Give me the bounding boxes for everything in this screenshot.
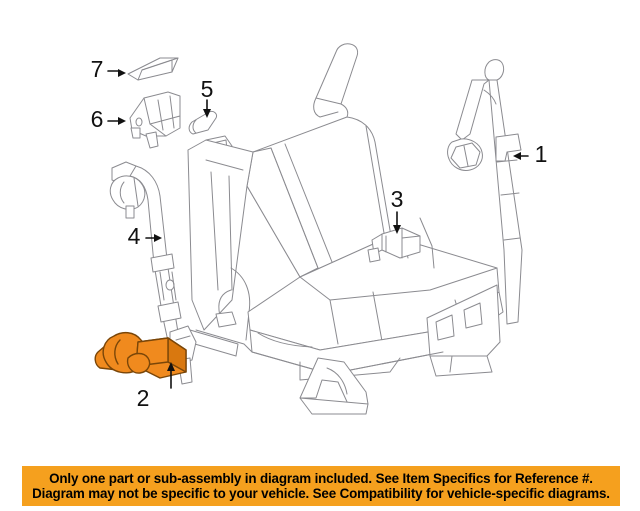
callout-7-arrowhead xyxy=(118,69,126,77)
callout-5-arrowhead xyxy=(203,109,211,118)
part-1-strap-mark-1 xyxy=(496,159,518,163)
part-4-retractor-tab xyxy=(125,205,135,219)
callout-6-arrowhead xyxy=(118,117,126,125)
callout-3-arrowhead xyxy=(393,225,401,234)
part-5-belt-guide-cover xyxy=(188,111,217,135)
callout-number-6: 6 xyxy=(91,106,104,132)
part-1-latch-plate-line xyxy=(463,145,469,167)
callout-number-4: 4 xyxy=(128,223,141,249)
disclaimer-banner: Only one part or sub-assembly in diagram… xyxy=(22,466,620,506)
right-pedestal-edge xyxy=(449,355,453,373)
headrest-base-right xyxy=(340,103,349,118)
part-1-strap-mark-2 xyxy=(500,192,520,196)
callout-number-2: 2 xyxy=(137,385,150,411)
part-6-rib-line-3 xyxy=(169,95,175,129)
part-2-boss-contour xyxy=(114,339,121,365)
callout-number-1: 1 xyxy=(535,141,548,167)
cushion-seam-mid-2 xyxy=(372,291,383,342)
part-1-height-adjuster xyxy=(495,133,522,162)
part-4-slider-1 xyxy=(150,253,175,273)
seat-back-left-outer-panel xyxy=(187,139,254,331)
seat-back-seam-b xyxy=(284,143,333,263)
part-1-secondary-webbing xyxy=(455,79,490,141)
callout-number-7: 7 xyxy=(91,56,104,82)
part-1-strap-mark-3 xyxy=(503,237,521,241)
part-7-body xyxy=(127,57,179,81)
part-4-anchor-seam xyxy=(175,335,191,341)
part-3-stalk-tip xyxy=(367,247,381,263)
pedestal-arch xyxy=(326,367,348,395)
callout-number-3: 3 xyxy=(391,186,404,212)
part-1-latch-plate-facet xyxy=(450,142,481,169)
base-rail-left xyxy=(195,329,253,353)
cushion-seam-mid-1 xyxy=(329,299,339,345)
left-side-support-inner xyxy=(218,289,232,327)
cushion-front-fold xyxy=(257,332,313,348)
part-1-right-seatbelt-assembly xyxy=(447,59,523,325)
part-2-highlighted-buckle-assembly xyxy=(94,331,187,379)
callout-4-arrowhead xyxy=(154,234,162,242)
part-4-left-seatbelt-assembly xyxy=(109,161,197,385)
seat-headrest xyxy=(315,43,359,105)
part-4-strap-line-1 xyxy=(159,271,165,301)
part-1-webbing-fold xyxy=(483,89,497,105)
callout-1-arrowhead xyxy=(513,152,521,160)
center-pedestal-foot xyxy=(299,397,369,415)
part-2-lower-lobe xyxy=(126,352,151,374)
part-4-strap-eyelet xyxy=(165,279,175,291)
part-6-clip xyxy=(130,127,141,139)
part-4-retractor-facet-2 xyxy=(133,177,139,207)
seat-back-seam-c xyxy=(365,125,385,234)
disclaimer-line-1: Only one part or sub-assembly in diagram… xyxy=(49,471,593,486)
riser-slot-1 xyxy=(435,314,455,341)
part-5-body xyxy=(188,111,217,135)
callout-2-arrowhead xyxy=(167,362,175,371)
disclaimer-line-2: Diagram may not be specific to your vehi… xyxy=(32,486,610,501)
callout-number-5: 5 xyxy=(201,76,214,102)
headrest-base-left xyxy=(313,97,339,118)
left-panel-seam-v1 xyxy=(210,171,219,291)
part-6-tab xyxy=(145,131,159,149)
riser-slot-2 xyxy=(463,302,483,329)
callout-numbers: 1 2 3 4 5 6 7 xyxy=(91,56,548,411)
left-panel-seam-top xyxy=(205,159,244,171)
cushion-seam-rear xyxy=(299,267,498,301)
part-6-mounting-hole xyxy=(135,117,143,127)
seat-assembly xyxy=(187,43,504,415)
center-pedestal-leg xyxy=(299,357,369,405)
part-6-rib-line-1 xyxy=(149,115,181,125)
part-7-anchor-bracket-cover xyxy=(127,57,179,81)
left-side-latch-detail xyxy=(215,311,237,328)
part-4-slider-2 xyxy=(157,301,182,323)
part-3-buckle-top-edge xyxy=(401,235,421,239)
part-4-strap-line-2 xyxy=(171,271,177,301)
part-6-rib-line-2 xyxy=(157,99,164,131)
right-pedestal-foot xyxy=(429,355,493,377)
part-5-end-cap xyxy=(192,119,197,134)
seat-back-seam-a xyxy=(270,147,319,269)
part-4-retractor-facet-1 xyxy=(119,181,125,204)
part-1-upper-anchor-head xyxy=(484,59,505,81)
left-panel-seam-v2 xyxy=(228,175,233,291)
callout-leaders xyxy=(107,69,529,389)
part-6-anchor-cover-trim xyxy=(129,91,181,149)
part-3-center-buckle xyxy=(367,227,421,263)
seat-rear-right-contour xyxy=(419,217,435,269)
